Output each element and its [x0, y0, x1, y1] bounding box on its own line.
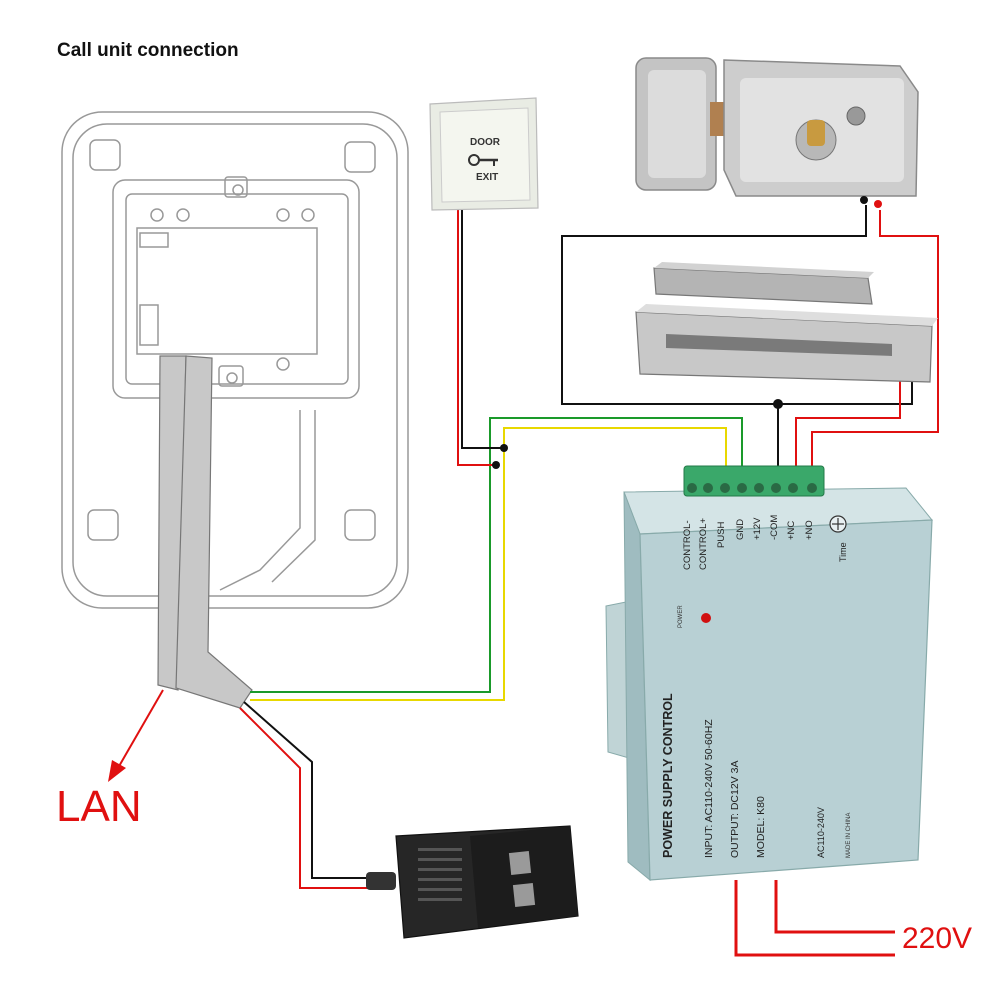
psu-output: OUTPUT: DC12V 3A: [729, 761, 741, 858]
terminal-com: -COM: [769, 515, 780, 540]
lan-arrow: [108, 689, 164, 782]
mains-voltage-label: 220V: [902, 922, 973, 955]
exit-button-wires: [457, 210, 508, 469]
lock-wires: [561, 205, 939, 482]
adapter-wires: [239, 701, 392, 889]
exit-button-line1: DOOR: [470, 137, 501, 148]
power-supply: CONTROL- CONTROL+ PUSH GND +12V -COM +NC…: [605, 465, 934, 882]
power-label: POWER: [678, 605, 684, 628]
psu-ac-label: AC110-240V: [816, 807, 826, 858]
call-unit: [61, 111, 409, 609]
key-icon: [468, 154, 498, 166]
lan-label: LAN: [56, 782, 142, 831]
time-label: Time: [838, 542, 848, 562]
call-unit-cable: [157, 355, 253, 709]
power-led: [701, 613, 711, 623]
psu-model: MODEL: K80: [755, 796, 767, 858]
terminal-no: +NO: [804, 520, 815, 540]
terminal-control-plus: CONTROL+: [698, 518, 709, 570]
terminal-nc: +NC: [786, 521, 797, 540]
exit-button: DOOR EXIT: [429, 97, 539, 211]
terminal-control-minus: CONTROL-: [682, 520, 693, 570]
terminal-push: PUSH: [716, 521, 727, 548]
terminal-12v: +12V: [752, 517, 763, 540]
mains-wires: [734, 880, 895, 957]
psu-input: INPUT: AC110-240V 50-60HZ: [703, 719, 715, 858]
electric-rim-lock: [635, 57, 919, 208]
time-knob: [829, 515, 847, 533]
power-adapter: [366, 825, 579, 939]
diagram-title: Call unit connection: [57, 40, 239, 61]
psu-made-in: MADE IN CHINA: [846, 813, 852, 858]
magnetic-lock: [635, 262, 938, 383]
signal-wires: [250, 417, 743, 701]
terminal-gnd: GND: [735, 519, 746, 540]
exit-button-line2: EXIT: [476, 172, 498, 183]
psu-name: POWER SUPPLY CONTROL: [661, 693, 675, 858]
